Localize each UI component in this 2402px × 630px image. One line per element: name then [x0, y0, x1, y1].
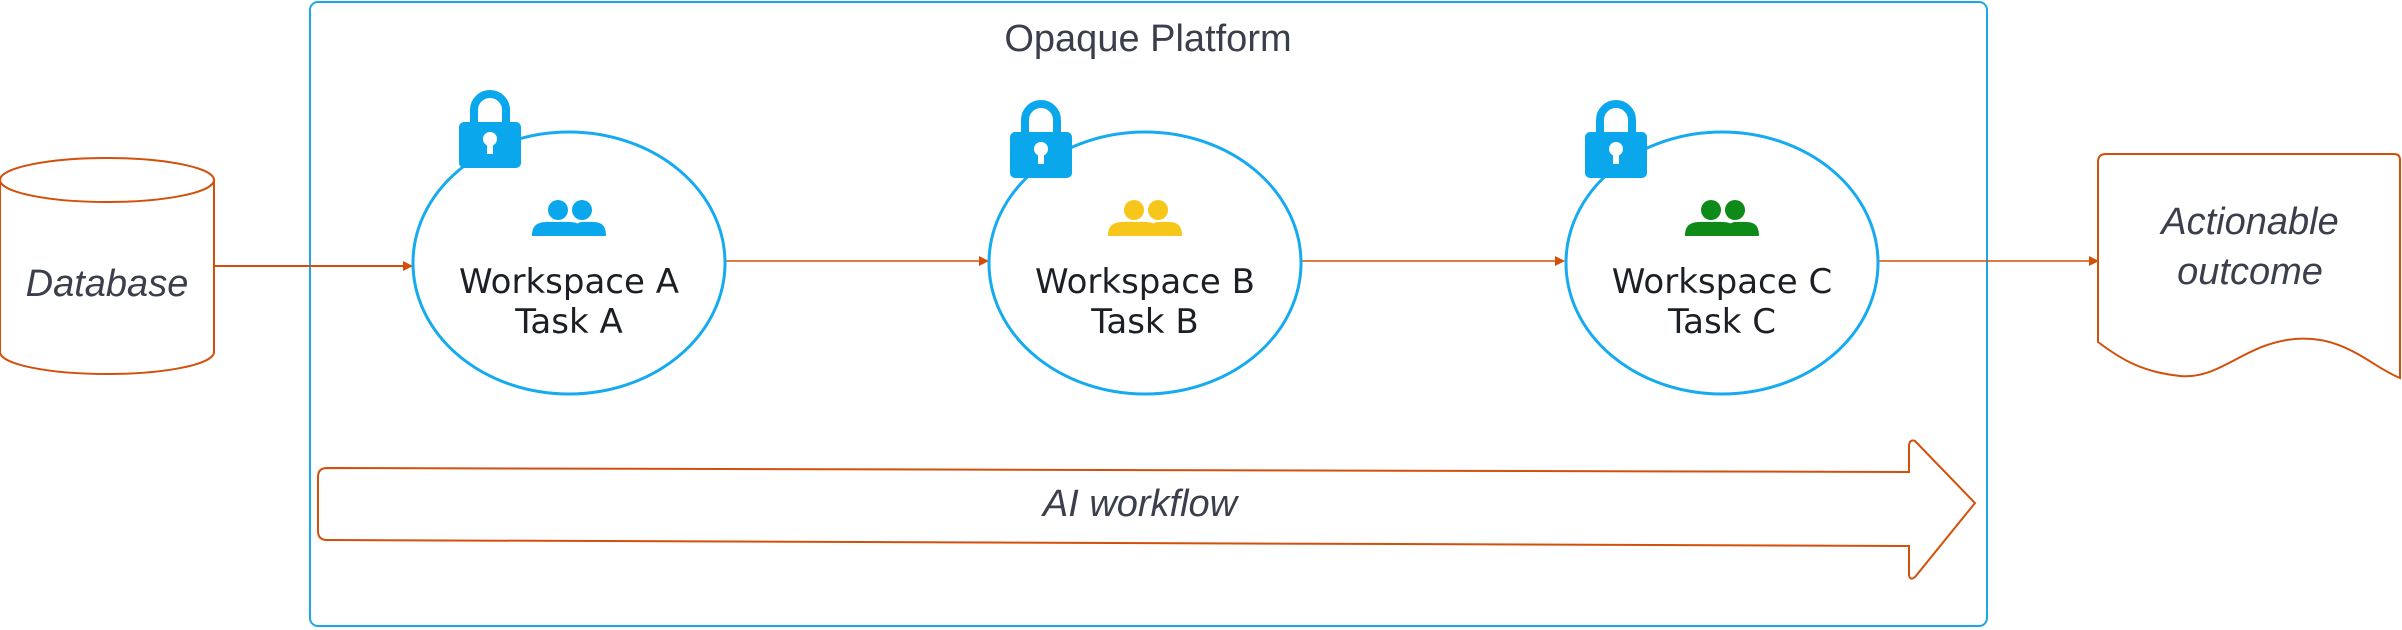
workspace-name: Workspace B	[1035, 262, 1255, 302]
platform-title: Opaque Platform	[1004, 18, 1291, 60]
database-cylinder	[0, 180, 215, 375]
workspace-task: Task C	[1667, 302, 1776, 342]
workspace-circle	[987, 130, 1303, 396]
workspace-name: Workspace C	[1612, 262, 1832, 302]
workspace-task: Task B	[1090, 302, 1199, 342]
ai-workflow-arrow: AI workflow	[317, 439, 1977, 580]
workspace-task: Task A	[514, 302, 622, 342]
workspace-c: Workspace C Task C	[1564, 104, 1880, 396]
outcome-line-1: Actionable	[2159, 201, 2338, 243]
document-shape	[2097, 153, 2401, 380]
workspace-a: Workspace A Task A	[411, 94, 727, 396]
database-label: Database	[26, 263, 189, 305]
workflow-label: AI workflow	[1041, 483, 1240, 525]
workspace-circle	[1564, 130, 1880, 396]
lock-icon	[1010, 104, 1072, 178]
outcome-line-2: outcome	[2177, 251, 2323, 293]
actionable-outcome-document: Actionable outcome	[2097, 153, 2401, 380]
platform-container	[309, 1, 1988, 627]
lock-icon	[459, 94, 521, 168]
database-node: Database	[0, 157, 215, 375]
workspace-name: Workspace A	[459, 262, 679, 302]
workspace-circle	[411, 130, 727, 396]
database-cylinder-top	[0, 157, 215, 203]
lock-icon	[1585, 104, 1647, 178]
workflow-arrow-shape	[317, 439, 1977, 580]
workspace-b: Workspace B Task B	[987, 104, 1303, 396]
